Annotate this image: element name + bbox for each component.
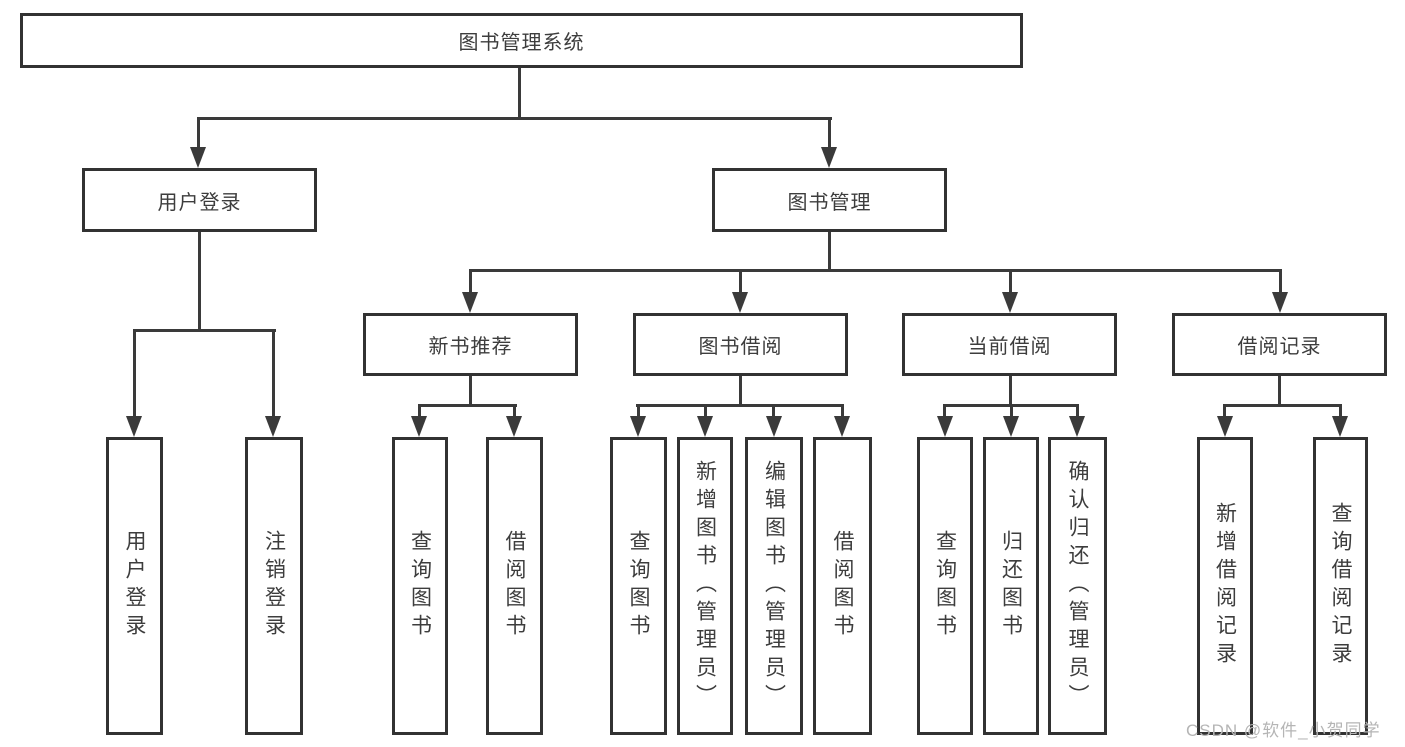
node-label: 编辑图书（管理员）: [762, 460, 786, 712]
leaf-add-books-admin: 新增图书（管理员）: [677, 437, 733, 735]
arrow-down-icon: [1002, 292, 1018, 313]
node-label: 查询图书: [627, 530, 650, 642]
node-label: 新书推荐: [428, 336, 513, 358]
node-label: 确认归还（管理员）: [1066, 460, 1089, 712]
leaf-user-login: 用户登录: [106, 437, 163, 735]
connector-line: [841, 404, 844, 417]
connector-line: [1009, 269, 1012, 293]
connector-line: [739, 376, 742, 406]
arrow-down-icon: [1332, 416, 1348, 437]
csdn-watermark: CSDN @软件_小贺同学: [1186, 721, 1381, 740]
node-book-management: 图书管理: [712, 168, 947, 232]
arrow-down-icon: [126, 416, 142, 437]
arrow-down-icon: [697, 416, 713, 437]
arrow-down-icon: [462, 292, 478, 313]
node-user-login: 用户登录: [82, 168, 317, 232]
connector-line: [1279, 269, 1282, 293]
leaf-query-books-borrow: 查询图书: [610, 437, 667, 735]
connector-line: [197, 117, 832, 120]
node-label: 新增图书（管理员）: [693, 460, 717, 712]
arrow-down-icon: [821, 147, 837, 168]
connector-line: [272, 329, 275, 417]
node-label: 借阅图书: [503, 530, 526, 642]
connector-line: [133, 329, 136, 417]
connector-line: [1223, 404, 1342, 407]
leaf-query-books-recommend: 查询图书: [392, 437, 448, 735]
connector-line: [637, 404, 640, 417]
connector-line: [469, 376, 472, 406]
arrow-down-icon: [1272, 292, 1288, 313]
node-borrow-record: 借阅记录: [1172, 313, 1387, 376]
connector-line: [513, 404, 516, 417]
arrow-down-icon: [1003, 416, 1019, 437]
node-label: 查询图书: [408, 530, 432, 642]
connector-line: [1009, 376, 1012, 406]
leaf-edit-books-admin: 编辑图书（管理员）: [745, 437, 803, 735]
node-book-borrow: 图书借阅: [633, 313, 848, 376]
node-label: 归还图书: [999, 530, 1023, 642]
arrow-down-icon: [766, 416, 782, 437]
leaf-borrow-books-recommend: 借阅图书: [486, 437, 543, 735]
connector-line: [636, 404, 844, 407]
node-current-borrow: 当前借阅: [902, 313, 1117, 376]
connector-line: [772, 404, 775, 417]
connector-line: [828, 117, 831, 149]
node-label: 图书借阅: [698, 336, 783, 358]
connector-line: [518, 68, 521, 120]
connector-line: [1010, 404, 1013, 417]
node-label: 图书管理系统: [458, 32, 585, 54]
leaf-query-books-current: 查询图书: [917, 437, 973, 735]
arrow-down-icon: [732, 292, 748, 313]
leaf-return-books: 归还图书: [983, 437, 1039, 735]
connector-line: [469, 269, 1282, 272]
connector-line: [133, 329, 276, 332]
connector-line: [739, 269, 742, 293]
arrow-down-icon: [506, 416, 522, 437]
node-label: 用户登录: [123, 530, 146, 642]
node-new-book-recommend: 新书推荐: [363, 313, 578, 376]
connector-line: [1223, 404, 1226, 417]
node-label: 借阅图书: [831, 530, 854, 642]
leaf-logout: 注销登录: [245, 437, 303, 735]
connector-line: [1076, 404, 1079, 417]
connector-line: [704, 404, 707, 417]
arrow-down-icon: [630, 416, 646, 437]
arrow-down-icon: [937, 416, 953, 437]
connector-line: [1278, 376, 1281, 406]
connector-line: [418, 404, 517, 407]
node-label: 查询图书: [933, 530, 957, 642]
connector-line: [198, 232, 201, 331]
node-label: 查询借阅记录: [1329, 502, 1352, 670]
connector-line: [1339, 404, 1342, 417]
arrow-down-icon: [265, 416, 281, 437]
connector-line: [418, 404, 421, 417]
connector-line: [943, 404, 946, 417]
arrow-down-icon: [190, 147, 206, 168]
node-root-library-system: 图书管理系统: [20, 13, 1023, 68]
node-label: 注销登录: [262, 530, 286, 642]
arrow-down-icon: [411, 416, 427, 437]
node-label: 当前借阅: [967, 336, 1052, 358]
node-label: 用户登录: [157, 191, 242, 214]
leaf-confirm-return-admin: 确认归还（管理员）: [1048, 437, 1107, 735]
node-label: 借阅记录: [1237, 336, 1322, 358]
arrow-down-icon: [1069, 416, 1085, 437]
arrow-down-icon: [1217, 416, 1233, 437]
connector-line: [828, 232, 831, 271]
node-label: 图书管理: [787, 191, 872, 214]
arrow-down-icon: [834, 416, 850, 437]
leaf-query-borrow-record: 查询借阅记录: [1313, 437, 1368, 735]
connector-line: [469, 269, 472, 293]
leaf-add-borrow-record: 新增借阅记录: [1197, 437, 1253, 735]
connector-line: [197, 117, 200, 149]
node-label: 新增借阅记录: [1213, 502, 1237, 670]
leaf-borrow-books: 借阅图书: [813, 437, 872, 735]
